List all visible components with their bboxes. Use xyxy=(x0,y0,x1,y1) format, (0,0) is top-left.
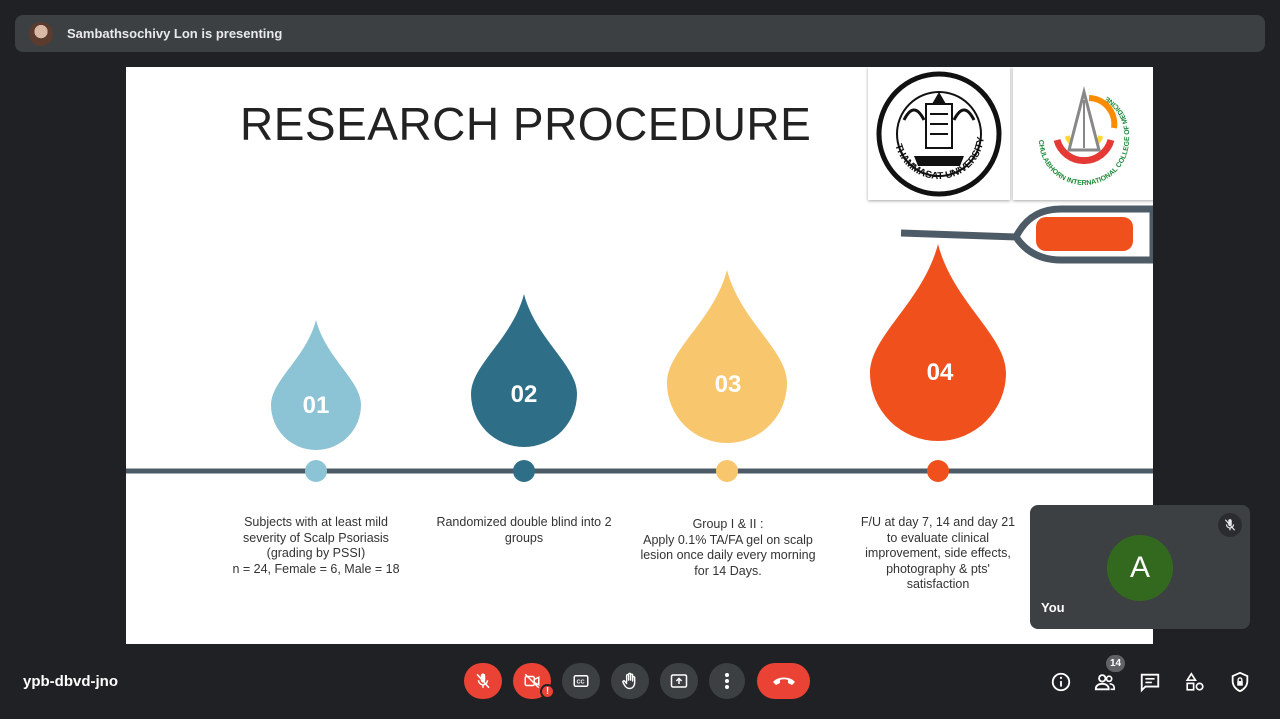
meeting-code[interactable]: ypb-dbvd-jno xyxy=(23,673,118,690)
phone-end-icon xyxy=(772,677,795,685)
chulabhorn-college-icon: CHULABHORN INTERNATIONAL COLLEGE OF MEDI… xyxy=(1037,85,1131,187)
step-drop-04 xyxy=(870,244,1006,441)
more-options-button[interactable] xyxy=(709,663,745,699)
step-drop-02 xyxy=(471,294,577,447)
timeline-dot-02 xyxy=(513,460,535,482)
activities-icon xyxy=(1185,672,1204,691)
thermometer-fill xyxy=(1036,217,1133,251)
step-number: 03 xyxy=(714,371,742,398)
info-icon xyxy=(1051,672,1071,692)
present-button[interactable] xyxy=(660,663,698,699)
thammasat-logo: THAMMASAT UNIVERSITY xyxy=(868,67,1010,200)
camera-off-icon xyxy=(524,673,540,689)
people-button[interactable] xyxy=(1092,669,1118,695)
mic-off-icon xyxy=(476,673,490,689)
step-number: 01 xyxy=(302,392,330,419)
step-description: F/U at day 7, 14 and day 21 to evaluate … xyxy=(860,515,1016,591)
step-number: 02 xyxy=(510,381,538,408)
chulabhorn-logo: CHULABHORN INTERNATIONAL COLLEGE OF MEDI… xyxy=(1013,67,1153,200)
chat-button[interactable] xyxy=(1137,669,1163,695)
timeline-dot-04 xyxy=(927,460,949,482)
camera-warning-badge: ! xyxy=(540,684,555,699)
step-drop-01 xyxy=(271,320,361,450)
leave-call-button[interactable] xyxy=(757,663,810,699)
people-count-badge: 14 xyxy=(1106,655,1125,672)
step-number: 04 xyxy=(926,359,954,386)
thermometer-graphic xyxy=(900,205,1153,264)
cc-icon: CC xyxy=(573,675,589,687)
present-icon xyxy=(670,674,688,688)
more-vert-icon xyxy=(725,673,729,689)
presenting-banner: Sambathsochivy Lon is presenting xyxy=(15,15,1265,52)
step-drop-03 xyxy=(667,270,787,443)
chat-icon xyxy=(1140,673,1160,693)
host-controls-button[interactable] xyxy=(1227,669,1253,695)
shared-slide: RESEARCH PROCEDURE THAMMASAT UNIVERSITY … xyxy=(126,67,1153,644)
presenting-text: Sambathsochivy Lon is presenting xyxy=(67,26,283,41)
self-name-label: You xyxy=(1041,600,1065,615)
thammasat-seal-icon: THAMMASAT UNIVERSITY xyxy=(876,71,1002,196)
people-icon xyxy=(1094,674,1115,691)
shield-lock-icon xyxy=(1231,671,1249,693)
self-avatar: A xyxy=(1107,535,1173,601)
timeline-dot-03 xyxy=(716,460,738,482)
slide-title: RESEARCH PROCEDURE xyxy=(240,98,812,150)
raise-hand-button[interactable] xyxy=(611,663,649,699)
step-description: Randomized double blind into 2 groups xyxy=(436,515,612,545)
svg-text:CC: CC xyxy=(577,680,585,686)
step-description: Group I & II : Apply 0.1% TA/FA gel on s… xyxy=(640,517,816,578)
mic-off-button[interactable] xyxy=(464,663,502,699)
meeting-details-button[interactable] xyxy=(1048,669,1074,695)
hand-icon xyxy=(622,672,636,690)
timeline-dot-01 xyxy=(305,460,327,482)
slide-graphics xyxy=(126,205,1153,482)
step-description: Subjects with at least mild severity of … xyxy=(232,515,400,576)
activities-button[interactable] xyxy=(1182,669,1208,695)
self-view-tile[interactable]: A You xyxy=(1030,505,1250,629)
captions-button[interactable]: CC xyxy=(562,663,600,699)
mic-off-icon xyxy=(1218,513,1242,537)
presenter-avatar xyxy=(29,21,53,46)
